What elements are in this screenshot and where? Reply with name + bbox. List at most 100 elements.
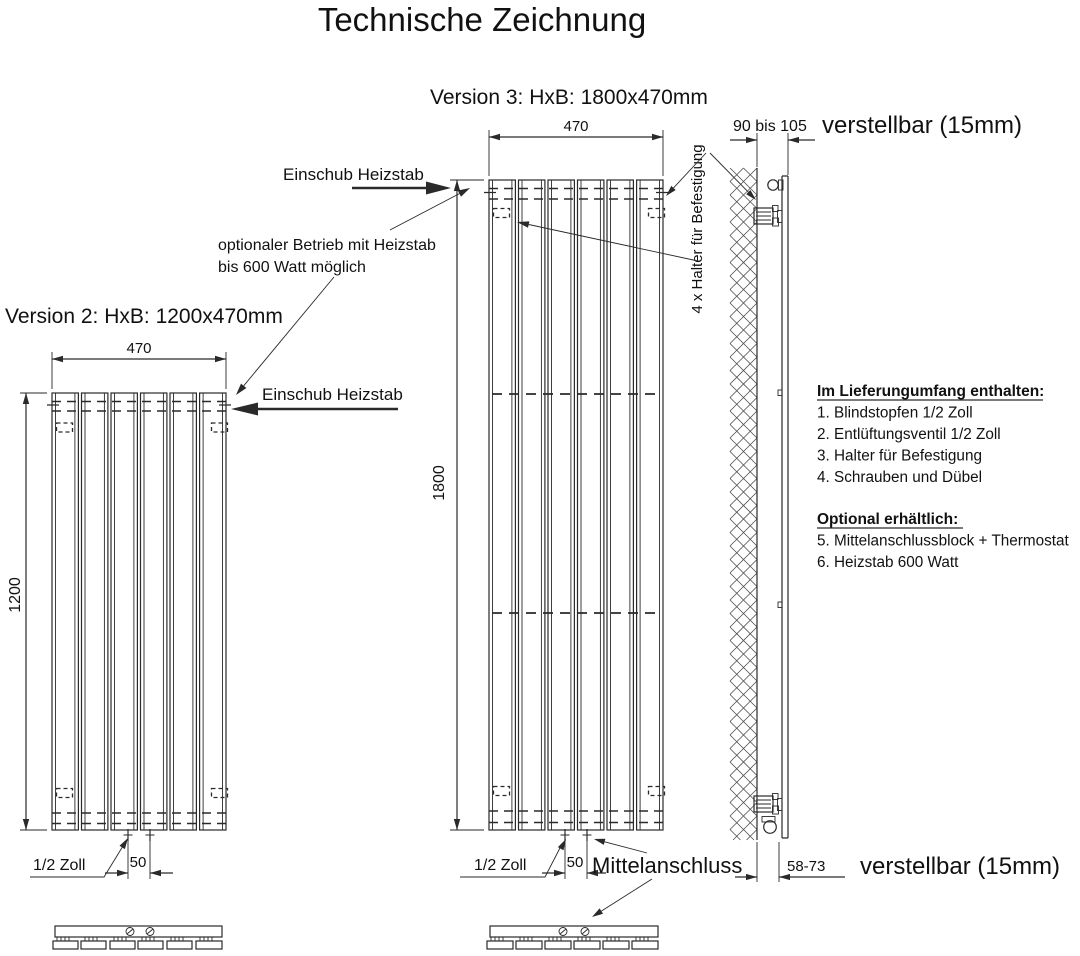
dim-470-v2: 470: [126, 340, 151, 357]
zoll-label-v3: 1/2 Zoll: [474, 857, 526, 874]
hatch-line: [729, 464, 758, 493]
hatch-line: [729, 599, 758, 628]
hatch-line: [729, 667, 758, 695]
hatch-line: [729, 437, 758, 466]
bracket-tab: [777, 389, 783, 396]
optionaler-betrieb-callout: optionaler Betrieb mit Heizstab bis 600 …: [218, 188, 470, 395]
dim-470-v3: 470: [563, 118, 588, 135]
mounting-hole: [210, 787, 229, 799]
hatch-line: [729, 410, 758, 439]
arrowhead: [517, 221, 530, 228]
dim-50-v2: 50: [130, 854, 147, 871]
mounting-hole: [210, 422, 229, 433]
einschub-heizstab-label-v2: Einschub Heizstab: [262, 385, 403, 404]
dim-58-73: 58-73: [787, 858, 825, 875]
hatch-line: [729, 707, 758, 736]
hatch-line: [729, 235, 758, 263]
hatch-line: [729, 167, 758, 196]
version3-view: Version 3: HxB: 1800x470mm: [430, 86, 708, 950]
dim-1800: 1800: [431, 465, 448, 501]
list-item: 2. Entlüftungsventil 1/2 Zoll: [817, 426, 1001, 443]
version2-heading: Version 2: HxB: 1200x470mm: [5, 305, 283, 328]
hatch-line: [729, 275, 758, 304]
mounting-hole: [647, 785, 666, 797]
hatch-line: [729, 370, 758, 398]
version2-bottom-view: [52, 925, 223, 950]
hatch-line: [729, 640, 758, 668]
optional-list: Optional erhältlich: 5. Mittelanschlussb…: [817, 511, 1070, 571]
hatch-line: [729, 802, 758, 830]
list-item: 5. Mittelanschlussblock + Thermostat: [817, 533, 1070, 550]
page-title: Technische Zeichnung: [318, 1, 646, 38]
version2-front-view: [47, 392, 231, 841]
halter-befestigung-callout: 4 x Halter für Befestigung: [517, 144, 756, 314]
wall-hatch-pattern: [729, 167, 758, 841]
top-bracket: [753, 179, 784, 227]
version2-connection-dimension: 50 1/2 Zoll: [30, 838, 173, 879]
hatch-line: [729, 518, 758, 547]
wall-distance-bottom-dimension: 58-73 verstellbar (15mm): [735, 842, 1060, 882]
dim-90-bis-105: 90 bis 105: [733, 118, 807, 135]
hatch-line: [729, 356, 758, 385]
hatch-line: [729, 559, 758, 587]
arrowhead: [746, 190, 756, 200]
list-item: 3. Halter für Befestigung: [817, 448, 982, 465]
einschub-heizstab-callout-v2: Einschub Heizstab: [231, 385, 403, 416]
version3-front-view: [484, 179, 668, 841]
bracket-tab: [777, 601, 783, 608]
zoll-label-v2: 1/2 Zoll: [33, 857, 85, 874]
hatch-line: [729, 505, 758, 533]
included-heading: Im Lieferungumfang enthalten:: [817, 383, 1044, 400]
hatch-line: [729, 653, 758, 682]
arrowhead: [231, 402, 258, 416]
bottom-bracket: [753, 793, 783, 834]
mounting-hole: [492, 785, 511, 797]
hatch-line: [729, 383, 758, 412]
hatch-line: [729, 343, 758, 371]
version2-width-dimension: 470: [51, 340, 227, 389]
hatch-line: [729, 829, 741, 841]
optionaler-betrieb-line2: bis 600 Watt möglich: [218, 259, 366, 276]
dim-1200: 1200: [7, 577, 24, 613]
hatch-line: [729, 626, 758, 655]
verstellbar-top-label: verstellbar (15mm): [822, 112, 1022, 139]
arrowhead: [666, 185, 676, 196]
hatch-line: [729, 680, 758, 709]
arrowhead: [457, 188, 470, 197]
panel-inner-lines: [55, 393, 223, 830]
hatch-line: [729, 721, 758, 749]
einschub-heizstab-callout-v3: Einschub Heizstab: [283, 165, 451, 195]
mounting-hole: [55, 787, 74, 799]
mounting-hole: [55, 422, 74, 433]
version3-width-dimension: 470: [488, 118, 664, 176]
list-item: 6. Heizstab 600 Watt: [817, 554, 959, 571]
hatch-line: [729, 572, 758, 601]
internal-connector-rows: [492, 393, 660, 614]
hatch-line: [729, 748, 758, 776]
version3-height-dimension: 1800: [431, 179, 484, 831]
mittelanschluss-label: Mittelanschluss: [592, 853, 742, 878]
hatch-line: [729, 329, 758, 358]
version2-height-dimension: 1200: [7, 392, 47, 831]
halter-befestigung-label: 4 x Halter für Befestigung: [689, 144, 706, 313]
list-item: 1. Blindstopfen 1/2 Zoll: [817, 405, 973, 422]
hatch-line: [729, 586, 758, 614]
hatch-line: [729, 424, 758, 452]
hatch-line: [729, 694, 758, 722]
version3-heading: Version 3: HxB: 1800x470mm: [430, 86, 708, 109]
hatch-line: [729, 262, 758, 290]
mounting-hole: [647, 207, 666, 219]
hatch-line: [729, 289, 758, 317]
hatch-line: [729, 221, 758, 250]
verstellbar-bottom-label: verstellbar (15mm): [860, 853, 1060, 880]
optionaler-betrieb-line1: optionaler Betrieb mit Heizstab: [218, 237, 436, 254]
wall-distance-top-dimension: 90 bis 105 verstellbar (15mm): [730, 112, 1022, 175]
hatch-line: [729, 181, 758, 209]
optional-heading: Optional erhältlich:: [817, 511, 958, 528]
mounting-hole: [492, 207, 511, 219]
hatch-line: [729, 532, 758, 560]
hatch-line: [729, 194, 758, 223]
arrowhead: [426, 181, 451, 195]
